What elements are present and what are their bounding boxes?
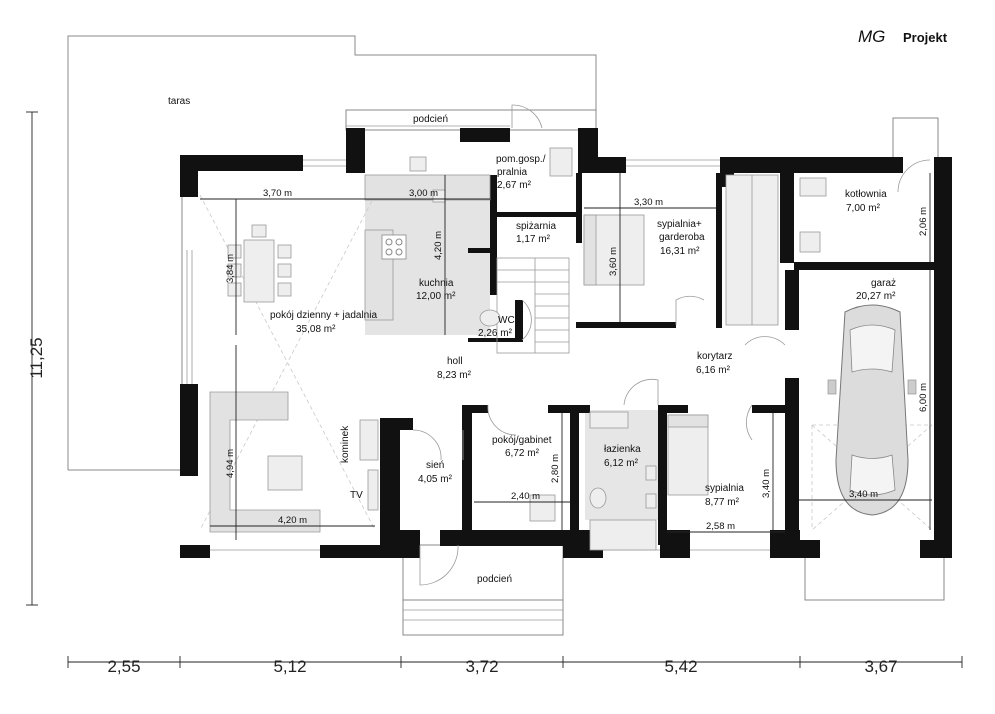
dim-bedroom1-h: 3,60 m xyxy=(608,247,619,276)
brand-logo: MG Projekt xyxy=(858,27,948,46)
dim-bedroom2-w: 2,58 m xyxy=(706,521,735,532)
inner-dimension-labels: 3,70 m 3,00 m 4,20 m 3,84 m 4,94 m 4,20 … xyxy=(225,188,929,532)
bottom-dim-1: 2,55 xyxy=(107,657,140,676)
doors xyxy=(412,104,931,586)
label-sypialnia-garderoba-area: 16,31 m² xyxy=(660,246,700,257)
label-garaz: garaż xyxy=(871,278,896,289)
label-korytarz-area: 6,16 m² xyxy=(696,365,731,376)
coffee-table xyxy=(267,455,303,491)
logo-projekt: Projekt xyxy=(903,30,948,45)
room-diagonals xyxy=(199,194,933,531)
wc-toilet xyxy=(479,309,501,327)
dim-living-w-bottom: 4,20 m xyxy=(278,515,307,526)
dim-boiler-h: 2,06 m xyxy=(918,207,929,236)
label-pom-gosp-1: pom.gosp./ xyxy=(496,154,546,165)
room-labels: taras podcień pom.gosp./ pralnia 2,67 m²… xyxy=(168,96,896,585)
label-sypialnia-area: 8,77 m² xyxy=(705,497,740,508)
label-pokoj-dzienny: pokój dzienny + jadalnia xyxy=(270,310,377,321)
label-korytarz: korytarz xyxy=(697,351,733,362)
logo-mg: MG xyxy=(858,27,885,46)
dim-living-w: 3,70 m xyxy=(263,188,292,199)
bottom-dim-3: 3,72 xyxy=(465,657,498,676)
label-kominek: kominek xyxy=(340,425,351,463)
dim-office-h: 2,80 m xyxy=(550,454,561,483)
dim-garage-h: 6,00 m xyxy=(918,383,929,412)
label-spizarnia-area: 1,17 m² xyxy=(516,234,551,245)
overall-height-label: 11,25 xyxy=(27,337,46,378)
walls xyxy=(180,128,952,558)
dim-bedroom2-h: 3,40 m xyxy=(761,469,772,498)
terrace-outline xyxy=(67,35,597,471)
label-holl: holl xyxy=(447,356,463,367)
bottom-porch xyxy=(402,544,564,636)
label-garaz-area: 20,27 m² xyxy=(856,291,896,302)
label-pom-gosp-2: pralnia xyxy=(497,167,527,178)
label-sypialnia-garderoba-1: sypialnia+ xyxy=(657,219,702,230)
dim-office-w: 2,40 m xyxy=(511,491,540,502)
bathtub xyxy=(589,519,657,551)
label-kuchnia-area: 12,00 m² xyxy=(416,291,456,302)
label-sien: sień xyxy=(426,460,444,471)
label-kuchnia: kuchnia xyxy=(419,278,454,289)
label-podcien-top: podcień xyxy=(413,114,448,125)
kitchen-counter-top xyxy=(364,174,491,201)
dim-living-h-bottom: 4,94 m xyxy=(225,449,236,478)
label-pom-gosp-area: 2,67 m² xyxy=(497,180,532,191)
bottom-dim-2: 5,12 xyxy=(273,657,306,676)
dim-living-h-top: 3,84 m xyxy=(225,254,236,283)
label-spizarnia: spiżarnia xyxy=(516,221,556,232)
top-porch xyxy=(345,109,597,131)
sofa xyxy=(209,391,321,533)
label-podcien-bottom: podcień xyxy=(477,574,512,585)
label-lazienka-area: 6,12 m² xyxy=(604,458,639,469)
label-gabinet: pokój/gabinet xyxy=(492,435,552,446)
label-sypialnia: sypialnia xyxy=(705,483,744,494)
dining-table xyxy=(243,239,275,303)
label-kotlownia: kotłownia xyxy=(845,189,887,200)
label-sien-area: 4,05 m² xyxy=(418,474,453,485)
tv-stand xyxy=(367,469,379,511)
label-holl-area: 8,23 m² xyxy=(437,370,472,381)
label-lazienka: łazienka xyxy=(604,444,641,455)
label-kotlownia-area: 7,00 m² xyxy=(846,203,881,214)
bottom-dim-4: 5,42 xyxy=(664,657,697,676)
dim-kitchen-h: 4,20 m xyxy=(433,231,444,260)
label-sypialnia-garderoba-2: garderoba xyxy=(659,232,705,243)
label-wc-area: 2,26 m² xyxy=(478,328,513,339)
dim-kitchen-w: 3,00 m xyxy=(409,188,438,199)
label-gabinet-area: 6,72 m² xyxy=(505,448,540,459)
label-wc: WC xyxy=(498,315,515,326)
bottom-dim-5: 3,67 xyxy=(864,657,897,676)
inner-dimension-lines xyxy=(200,173,932,540)
garage-entry xyxy=(804,117,945,601)
label-pokoj-dzienny-area: 35,08 m² xyxy=(296,324,336,335)
overall-dimension-lines xyxy=(26,111,963,668)
staircase xyxy=(496,257,570,354)
dim-garage-w: 3,40 m xyxy=(849,489,878,500)
label-taras: taras xyxy=(168,96,190,107)
dim-bedroom1-w: 3,30 m xyxy=(634,197,663,208)
label-tv: TV xyxy=(350,490,363,501)
car xyxy=(827,304,917,516)
fireplace xyxy=(359,419,379,461)
bed-small xyxy=(667,414,709,496)
furniture xyxy=(209,147,917,551)
